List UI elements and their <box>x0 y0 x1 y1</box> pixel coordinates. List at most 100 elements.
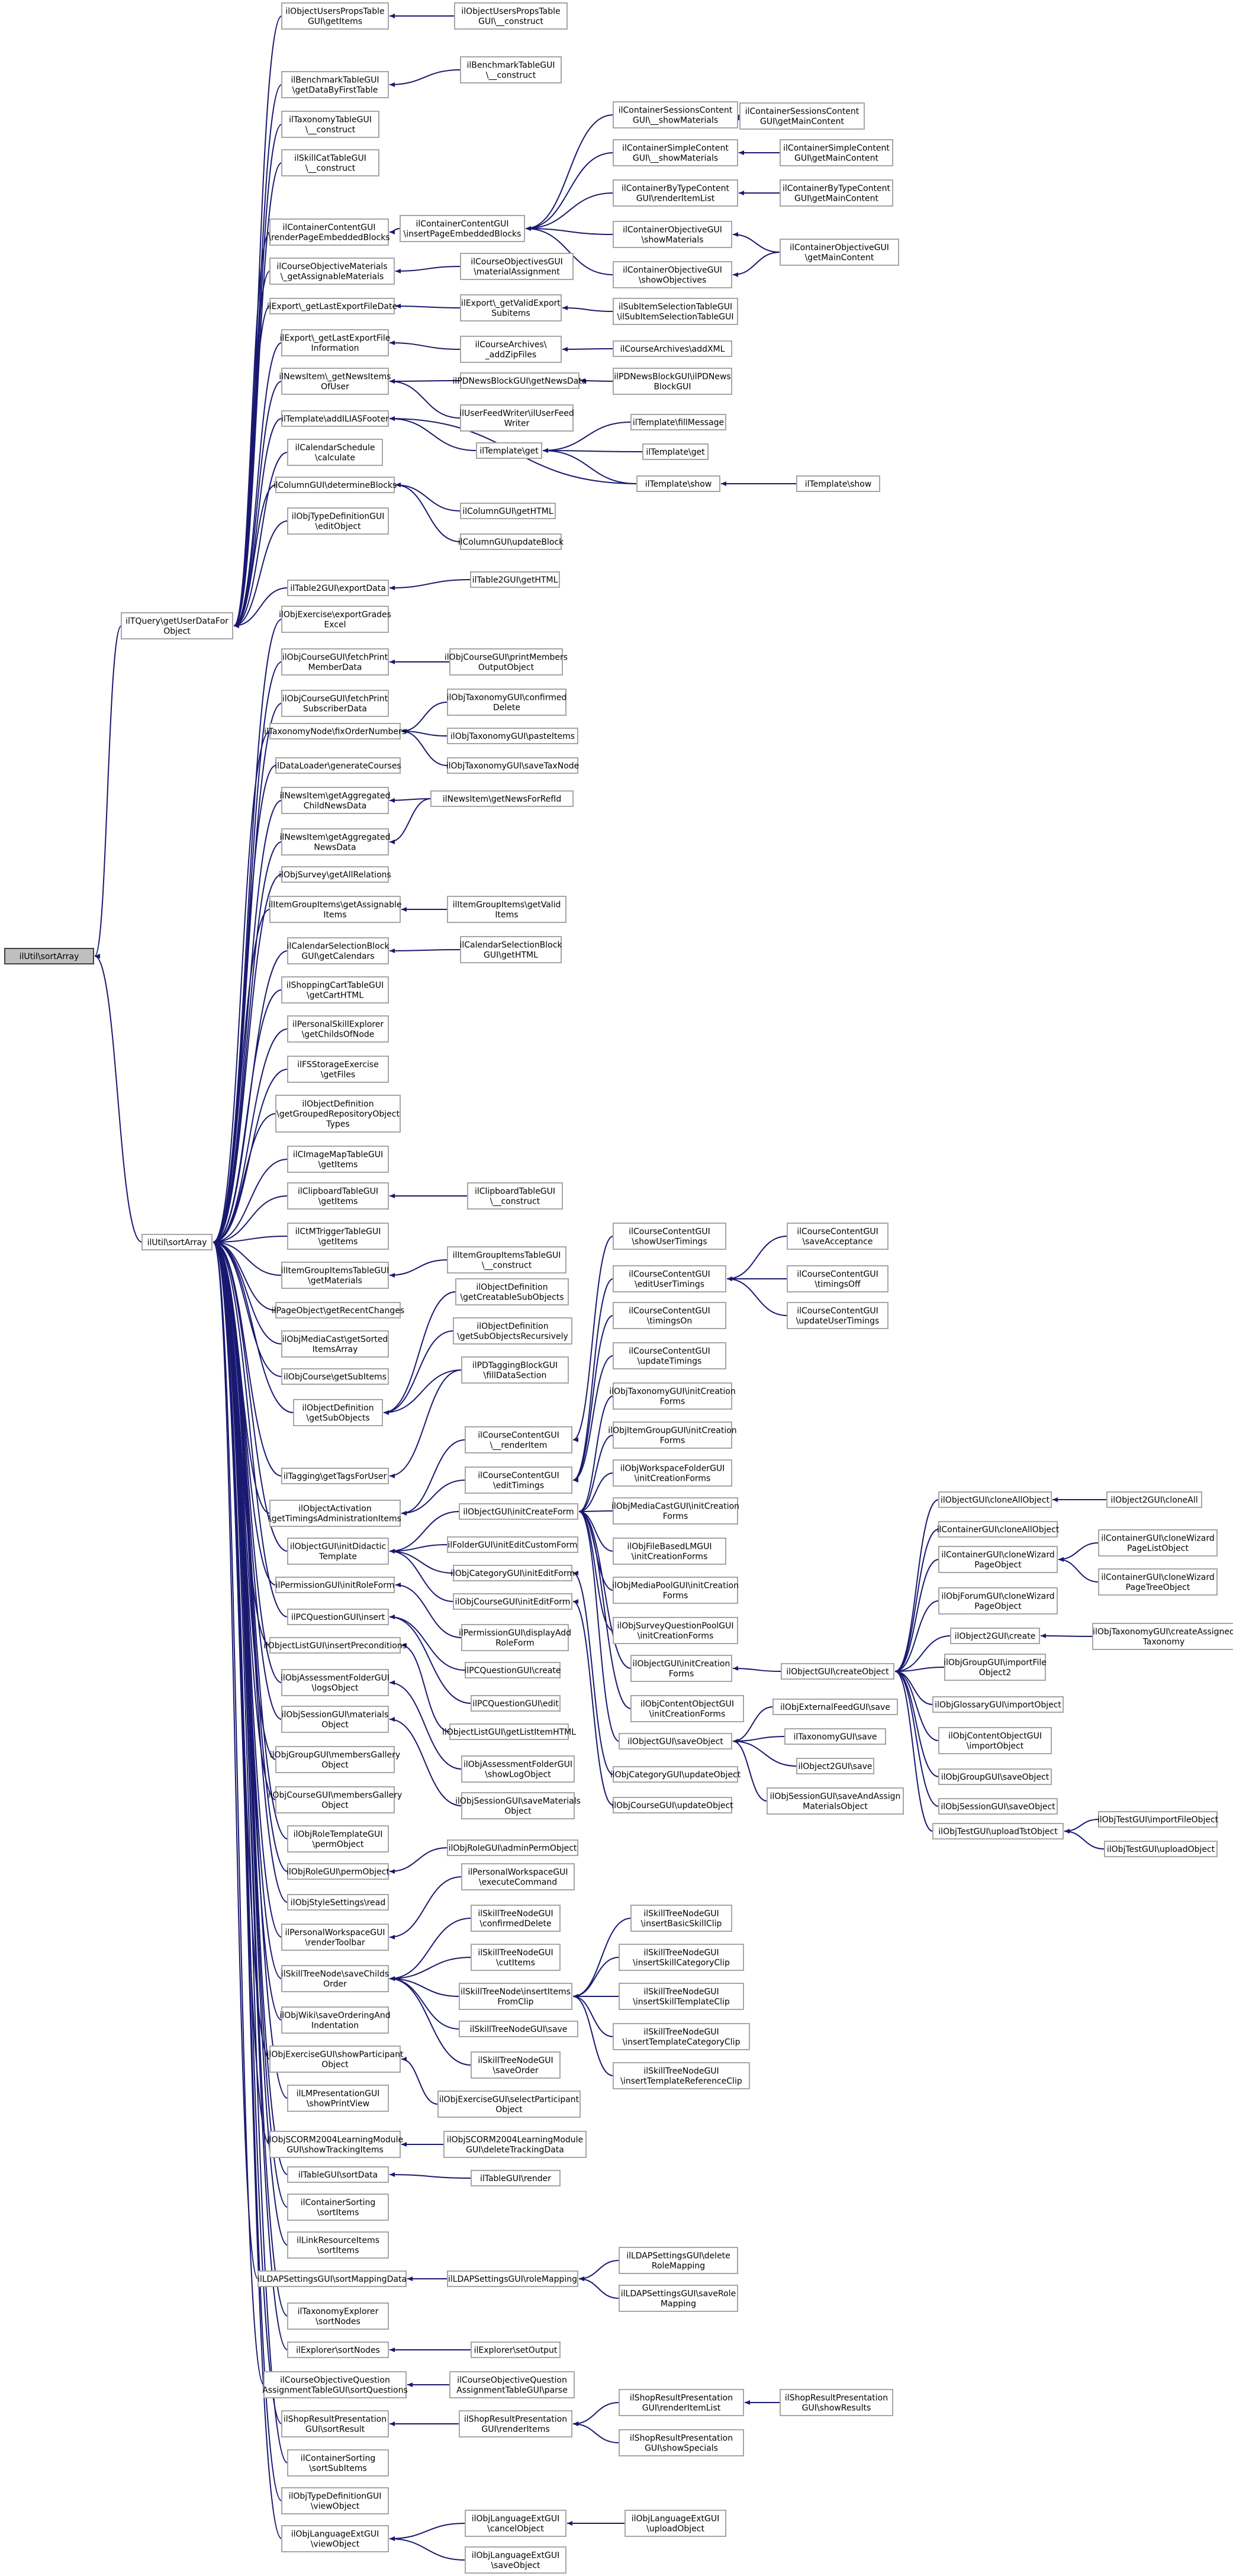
function-node[interactable]: ilLMPresentationGUI\showPrintView <box>287 2085 389 2112</box>
function-node[interactable]: ilPCQuestionGUI\create <box>465 1662 561 1678</box>
function-node[interactable]: ilShoppingCartTableGUI\getCartHTML <box>281 976 389 1004</box>
function-node[interactable]: ilBenchmarkTableGUI\__construct <box>460 56 562 83</box>
function-node[interactable]: ilItemGroupItemsTableGUI\__construct <box>447 1246 566 1273</box>
function-node[interactable]: ilSkillTreeNodeGUI\insertTemplateReferen… <box>613 2062 750 2089</box>
function-node[interactable]: ilTemplate\get <box>642 443 709 460</box>
function-node[interactable]: ilUserFeedWriter\ilUserFeedWriter <box>459 404 574 432</box>
function-node[interactable]: ilObjLanguageExtGUI\cancelObject <box>465 2510 566 2537</box>
function-node[interactable]: ilColumnGUI\updateBlock <box>458 533 564 550</box>
function-node[interactable]: ilUtil\sortArray <box>141 1234 213 1250</box>
function-node[interactable]: ilObjRoleTemplateGUI\permObject <box>287 1825 389 1853</box>
function-node[interactable]: ilObjSCORM2004LearningModuleGUI\showTrac… <box>267 2131 403 2158</box>
function-node[interactable]: ilObjFileBasedLMGUI\initCreationForms <box>613 1538 726 1565</box>
function-node[interactable]: ilCourseContentGUI\showUserTimings <box>613 1223 726 1250</box>
function-node[interactable]: ilObjectGUI\saveObject <box>619 1733 732 1750</box>
function-node[interactable]: ilObjectActivation\getTimingsAdministrat… <box>269 1500 401 1527</box>
function-node[interactable]: ilBenchmarkTableGUI\getDataByFirstTable <box>281 71 389 98</box>
function-node[interactable]: ilObjGlossaryGUI\importObject <box>932 1696 1064 1713</box>
function-node[interactable]: ilTaxonomyTableGUI\__construct <box>281 111 379 138</box>
function-node[interactable]: ilObjTaxonomyGUI\pasteItems <box>447 728 578 744</box>
function-node[interactable]: ilDataLoader\generateCourses <box>275 757 401 774</box>
function-node[interactable]: ilObjItemGroupGUI\initCreationForms <box>608 1422 737 1449</box>
function-node[interactable]: ilContainerContentGUI\renderPageEmbedded… <box>268 218 390 246</box>
function-node[interactable]: ilCourseObjectiveQuestionAssignmentTable… <box>262 2371 408 2398</box>
function-node[interactable]: ilTaxonomyNode\fixOrderNumbers <box>264 723 406 739</box>
function-node[interactable]: ilObjCourse\getSubItems <box>281 1368 389 1385</box>
function-node[interactable]: ilTableGUI\render <box>471 2170 561 2186</box>
function-node[interactable]: ilColumnGUI\determineBlocks <box>273 477 397 493</box>
function-node[interactable]: ilSkillTreeNodeGUI\insertTemplateCategor… <box>613 2023 750 2050</box>
function-node[interactable]: ilCourseObjectiveQuestionAssignmentTable… <box>449 2371 575 2398</box>
function-node[interactable]: ilObjectDefinition\getSubObjects <box>293 1399 383 1426</box>
function-node[interactable]: ilObjectGUI\initCreateForm <box>459 1503 578 1520</box>
function-node[interactable]: ilCourseContentGUI\__renderItem <box>465 1426 572 1453</box>
function-node[interactable]: ilObjTaxonomyGUI\initCreationForms <box>609 1382 736 1410</box>
function-node[interactable]: ilFSStorageExercise\getFiles <box>287 1056 389 1083</box>
function-node[interactable]: ilLinkResourceItems\sortItems <box>287 2231 389 2259</box>
function-node[interactable]: ilObjContentObjectGUI\importObject <box>938 1727 1052 1754</box>
function-node[interactable]: ilLDAPSettingsGUI\sortMappingData <box>257 2271 407 2287</box>
function-node[interactable]: ilObject2GUI\create <box>950 1628 1040 1644</box>
function-node[interactable]: ilTagging\getTagsForUser <box>281 1468 389 1484</box>
function-node[interactable]: ilClipboardTableGUI\getItems <box>287 1182 389 1210</box>
function-node[interactable]: ilObject2GUI\cloneAll <box>1106 1491 1202 1508</box>
function-node[interactable]: ilObjAssessmentFolderGUI\showLogObject <box>461 1755 575 1783</box>
function-node[interactable]: ilCourseContentGUI\timingsOn <box>613 1302 726 1329</box>
function-node[interactable]: ilFolderGUI\initEditCustomForm <box>447 1536 578 1553</box>
function-node[interactable]: ilObjectDefinition\getSubObjectsRecursiv… <box>453 1317 572 1345</box>
function-node[interactable]: ilObjectListGUI\getListItemHTML <box>442 1723 576 1740</box>
function-node[interactable]: ilTemplate\fillMessage <box>630 414 726 430</box>
function-node[interactable]: ilPDTaggingBlockGUI\fillDataSection <box>461 1356 569 1384</box>
function-node[interactable]: ilContainerSimpleContentGUI\getMainConte… <box>780 139 893 166</box>
function-node[interactable]: ilObjWorkspaceFolderGUI\initCreationForm… <box>613 1459 732 1487</box>
function-node[interactable]: ilCourseObjectiveMaterials\_getAssignabl… <box>269 258 395 285</box>
function-node[interactable]: ilPersonalSkillExplorer\getChildsOfNode <box>287 1015 389 1043</box>
function-node[interactable]: ilContainerSorting\sortItems <box>287 2194 389 2221</box>
function-node[interactable]: ilExport\_getLastExportFileDate <box>267 298 397 314</box>
function-node[interactable]: ilObjLanguageExtGUI\uploadObject <box>624 2510 726 2537</box>
function-node[interactable]: ilCourseContentGUI\updateTimings <box>613 1342 726 1369</box>
function-node[interactable]: ilCourseArchives\_addZipFiles <box>460 336 562 363</box>
function-node[interactable]: ilContainerSessionsContentGUI\__showMate… <box>613 101 738 128</box>
function-node[interactable]: ilObjTaxonomyGUI\confirmedDelete <box>447 689 567 716</box>
function-node[interactable]: ilObjStyleSettings\read <box>287 1894 389 1911</box>
function-node[interactable]: ilPCQuestionGUI\insert <box>287 1609 389 1625</box>
function-node[interactable]: ilCourseArchives\addXML <box>613 340 732 357</box>
function-node[interactable]: ilObjSessionGUI\saveAndAssignMaterialsOb… <box>767 1787 904 1815</box>
function-node[interactable]: ilCalendarSchedule\calculate <box>287 439 383 466</box>
function-node[interactable]: ilPermissionGUI\initRoleForm <box>275 1577 395 1593</box>
function-node[interactable]: ilObjAssessmentFolderGUI\logsObject <box>281 1669 389 1696</box>
function-node[interactable]: ilObjectDefinition\getCreatableSubObject… <box>455 1278 569 1305</box>
function-node[interactable]: ilSkillTreeNodeGUI\saveOrder <box>471 2051 561 2079</box>
function-node[interactable]: ilObjectGUI\createObject <box>781 1663 894 1680</box>
function-node[interactable]: ilObjSurvey\getAllRelations <box>279 866 391 883</box>
function-node[interactable]: ilColumnGUI\getHTML <box>460 503 556 519</box>
function-node[interactable]: ilExplorer\sortNodes <box>287 2342 389 2358</box>
function-node[interactable]: ilTableGUI\sortData <box>287 2166 389 2183</box>
function-node[interactable]: ilTemplate\addILIASFooter <box>281 410 389 427</box>
function-node[interactable]: ilObjGroupGUI\saveObject <box>938 1768 1052 1785</box>
function-node[interactable]: ilTemplate\show <box>636 475 720 492</box>
function-node[interactable]: ilSkillTreeNodeGUI\insertSkillCategoryCl… <box>619 1944 744 1971</box>
function-node[interactable]: ilObjLanguageExtGUI\saveObject <box>465 2546 566 2574</box>
